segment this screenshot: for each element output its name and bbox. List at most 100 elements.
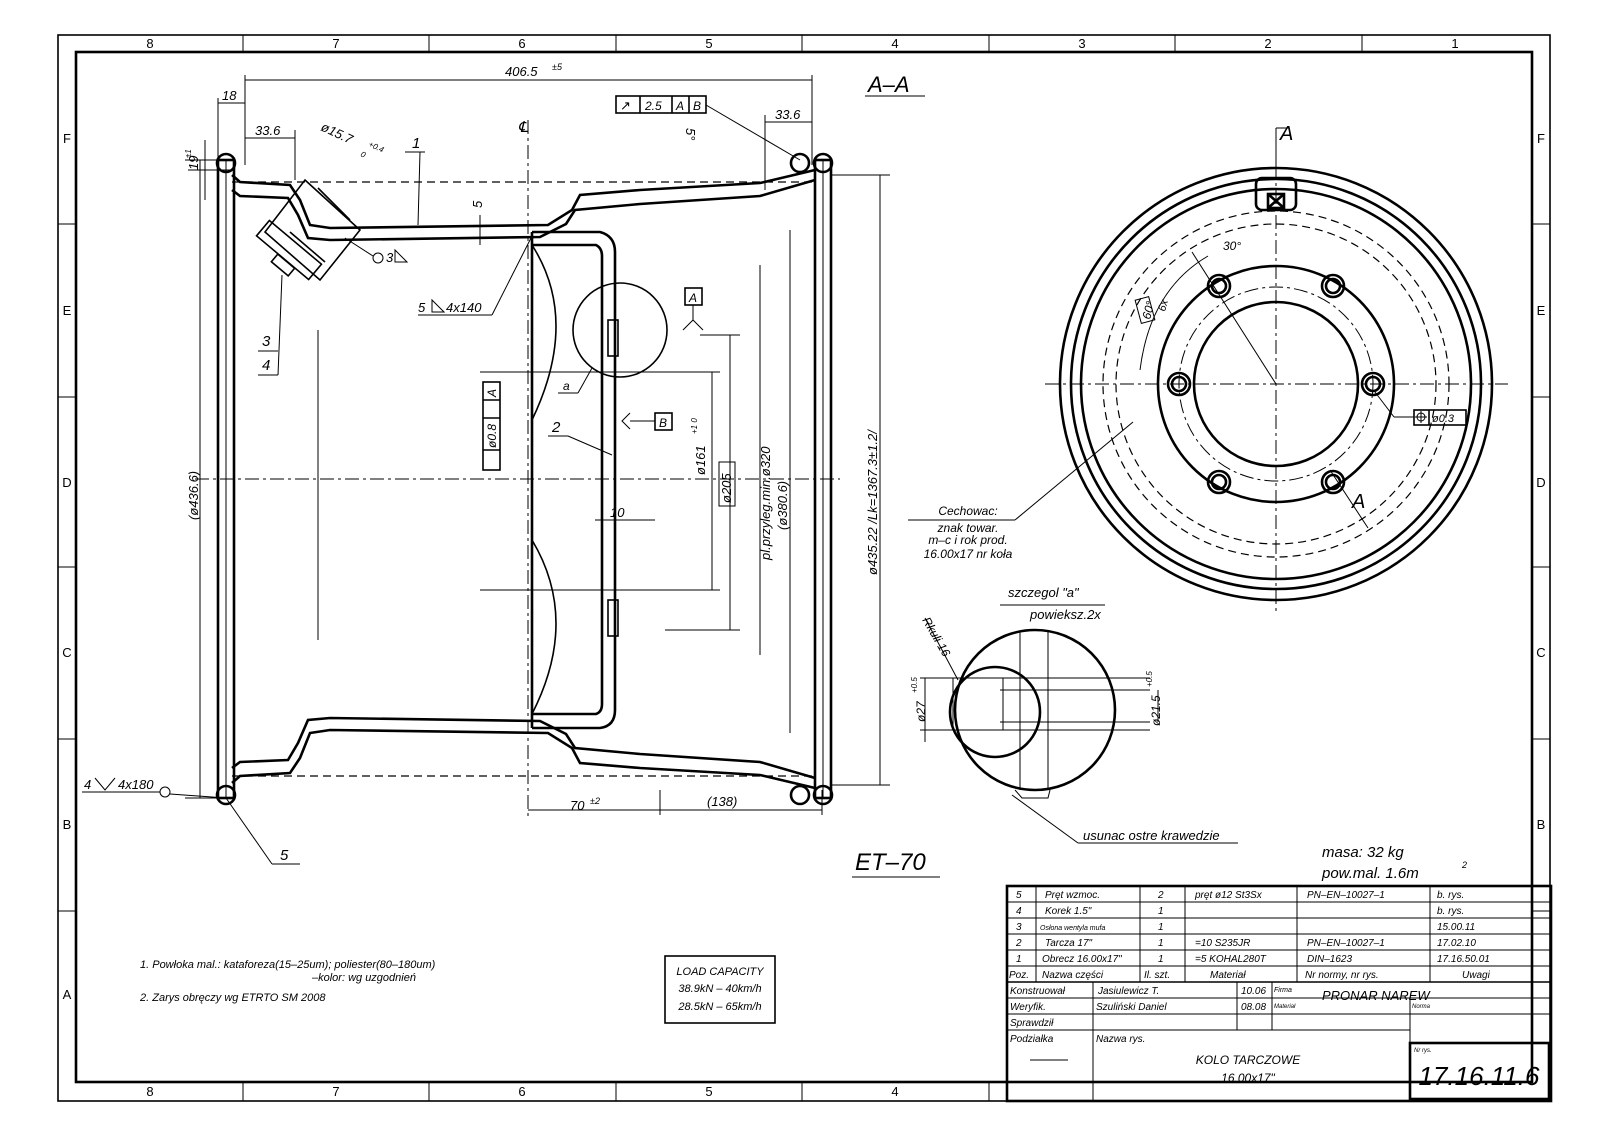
dim-70-tol: ±2 [590,796,600,806]
weld-5-len: 4x140 [446,300,482,315]
row-label: F [63,131,71,146]
weryfik-name: Szuliński Daniel [1096,1002,1167,1013]
podzialka-label: Podziałka [1010,1034,1054,1045]
col-label: 5 [705,1084,712,1099]
dim-pl-przyleg: pl.przyleg.min.ø320 [758,446,773,561]
outer-frame [57,34,1551,1102]
front-view: A A 30° 60° 6x ø0.3 [908,123,1508,612]
weld-symbols: 3 5 4x140 4 4x180 [82,235,533,799]
parts-header: Il. szt. [1144,970,1170,981]
parts-pos: 1 [1016,954,1022,965]
col-label: 4 [891,36,898,51]
detail-scale: powieksz.2x [1029,607,1101,622]
konstruowal-label: Konstruował [1010,986,1066,997]
parts-notes: b. rys. [1437,906,1464,917]
marking-title: Cechowac: [938,504,997,518]
konstruowal-date: 10.06 [1241,986,1266,997]
angle-60: 60° [1139,299,1157,320]
dim-436: (ø436.6) [186,471,201,520]
dim-27: ø27 [914,700,928,722]
frame-zone-dividers [58,35,1550,1101]
row-label: C [1536,645,1545,660]
dim-406-tol: ±5 [552,62,563,72]
paint-area-label: pow.mal. 1.6m [1321,865,1419,882]
dim-138: (138) [707,794,737,809]
col-label: 5 [705,36,712,51]
dim-10: 10 [610,505,625,520]
datum-b: B [621,412,673,431]
nazwa-label: Nazwa rys. [1096,1034,1145,1045]
parts-notes: b. rys. [1437,890,1464,901]
nr-label: Nr rys. [1414,1048,1432,1054]
parts-qty: 2 [1157,890,1164,901]
callout-2: 2 [551,419,561,436]
col-label: 3 [1078,36,1085,51]
svg-text:B: B [659,416,667,430]
svg-text:A: A [688,291,697,305]
dim-435: ø435.22 /Lk=1367.3±1.2/ [865,429,880,575]
parts-norm: DIN–1623 [1307,954,1352,965]
parts-list: 5 Pręt wzmoc. 2 pręt ø12 St3Sx PN–EN–100… [1005,884,1553,1103]
dim-161: ø161 [693,445,708,475]
row-label: B [63,817,72,832]
dim-5deg: 5° [683,128,698,140]
norma-label: Norma [1412,1004,1431,1010]
company-name: PRONAR NAREW [1322,988,1431,1003]
detail-title: szczegol "a" [1008,585,1080,600]
parts-name: Osłona wentyla mufa [1040,925,1105,932]
parts-material: =5 KOHAL280T [1195,954,1267,965]
callouts: 1 2 3 4 5 ℄ a [225,119,613,865]
wheel-disc [532,230,617,730]
callout-3: 3 [262,333,271,350]
parts-qty: 1 [1158,938,1164,949]
datum-a: A [682,287,704,331]
row-label: E [1537,303,1546,318]
cl-symbol: ℄ [518,119,528,136]
valve-stem [255,178,362,282]
mass-label: masa: 32 kg [1322,844,1404,861]
col-label: 7 [332,1084,339,1099]
callout-5: 5 [280,847,289,864]
parts-header: Nazwa części [1042,970,1104,981]
dim-valve-tol: +0.4 [367,140,386,155]
runout-symbol: ↗ [620,98,631,113]
runout-tolerance-frame: ↗ 2.5 A B [615,95,801,161]
load-line: 28.5kN – 65km/h [677,1001,761,1013]
load-capacity-box: LOAD CAPACITY 38.9kN – 40km/h 28.5kN – 6… [664,955,776,1024]
weld-4-num: 4 [84,777,91,792]
detail-a-label: a [563,379,570,393]
et-label: ET–70 [855,849,926,876]
parts-qty: 1 [1158,906,1164,917]
parts-header: Nr normy, nr rys. [1305,970,1379,981]
col-label: 6 [518,36,525,51]
parts-name: Tarcza 17" [1045,938,1093,949]
row-label: A [63,987,72,1002]
col-label: 4 [891,1084,898,1099]
parts-qty: 1 [1158,954,1164,965]
holes-6x: 6x [1156,298,1171,313]
dim-19: 19 [186,156,201,170]
row-label: B [1537,817,1546,832]
dim-33-left: 33.6 [255,123,281,138]
drawing-title-2: 16.00x17" [1221,1071,1275,1085]
dim-33-right: 33.6 [775,107,801,122]
frame-row-labels: F E D C B A F E D C B [62,131,1545,1002]
parts-header: Poz. [1009,970,1029,981]
dim-18: 18 [222,88,237,103]
parts-norm: PN–EN–10027–1 [1307,938,1385,949]
hole-pos-value: ø0.3 [1432,413,1455,425]
dim-21-5-tol: +0.5 [1145,671,1154,687]
parts-notes: 17.16.50.01 [1437,954,1490,965]
parts-material: =10 S235JR [1195,938,1250,949]
dim-27-tol: +0.5 [910,677,919,693]
col-label: 2 [1264,36,1271,51]
parts-name: Korek 1.5" [1045,906,1092,917]
weryfik-date: 08.08 [1241,1002,1266,1013]
runout-ref2: B [693,99,701,113]
dim-valve-tol2: 0 [359,150,367,160]
parts-pos: 2 [1015,938,1022,949]
marking-line: 16.00x17 nr koła [924,547,1013,561]
section-label: A–A [866,72,910,97]
col-label: 8 [146,1084,153,1099]
angle-30: 30° [1223,239,1241,253]
